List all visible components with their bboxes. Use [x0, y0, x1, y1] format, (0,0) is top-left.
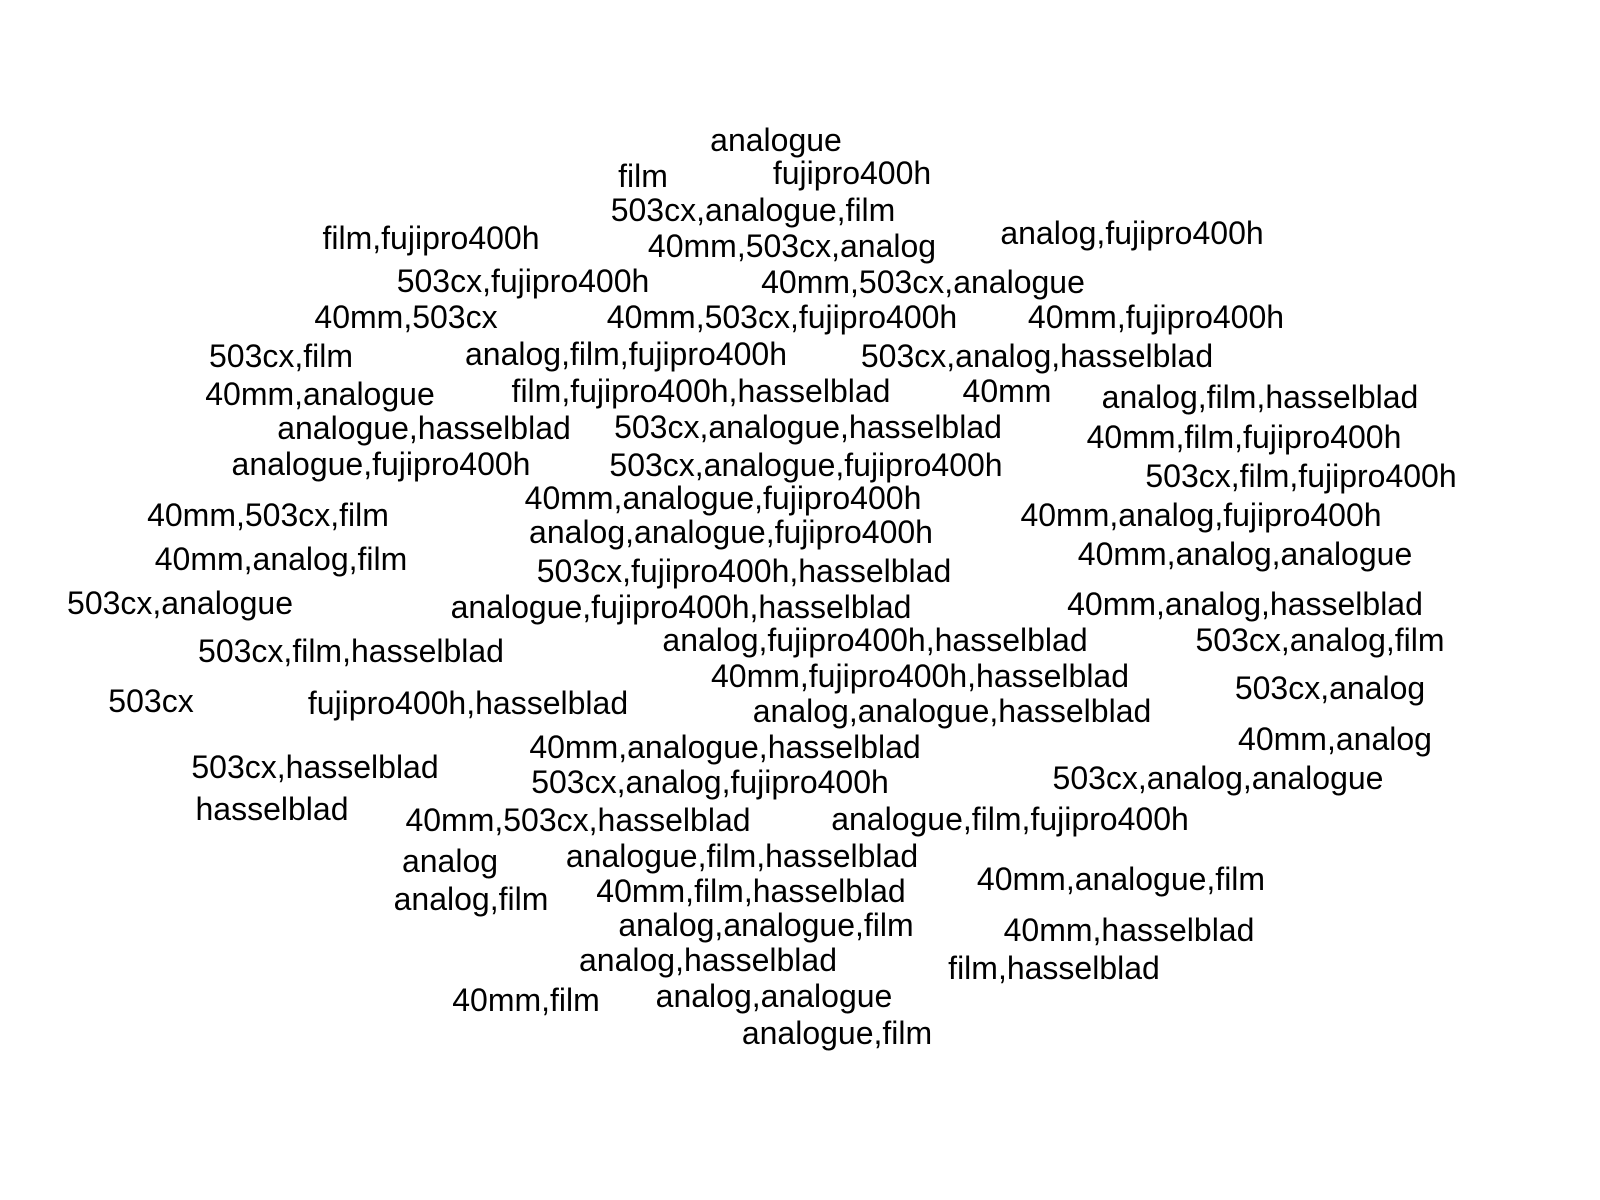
tag-word: hasselblad: [195, 791, 349, 827]
tag-word: 40mm,analog,analogue: [1077, 536, 1413, 572]
tag-word: analog,film,fujipro400h: [465, 336, 787, 372]
tag-word: analog,analogue: [655, 978, 893, 1014]
tag-word: film: [618, 158, 668, 194]
tag-word: 503cx: [108, 683, 194, 719]
tag-word: 40mm,503cx,analog: [647, 228, 937, 264]
tag-word: analog,film: [393, 881, 549, 917]
tag-word: analog,fujipro400h,hasselblad: [662, 622, 1088, 658]
tag-word: analogue,hasselblad: [277, 410, 571, 446]
tag-word: 40mm,film,hasselblad: [596, 873, 906, 909]
tag-word: 40mm,analogue,fujipro400h: [524, 480, 922, 516]
tag-word: analogue,fujipro400h,hasselblad: [450, 589, 912, 625]
tag-word: 40mm,analog,fujipro400h: [1020, 497, 1382, 533]
tag-word: 503cx,analogue,fujipro400h: [609, 447, 1003, 483]
tag-word: 503cx,analogue,film: [610, 192, 896, 228]
tag-word: 503cx,analog: [1234, 670, 1426, 706]
tag-word: analog,analogue,film: [618, 907, 914, 943]
tag-word: film,hasselblad: [948, 950, 1160, 986]
tag-word: film,fujipro400h,hasselblad: [511, 373, 891, 409]
tag-word: analogue,film,fujipro400h: [831, 801, 1189, 837]
tag-word: 40mm,503cx,film: [147, 497, 389, 533]
tag-word: 503cx,analogue,hasselblad: [614, 409, 1002, 445]
tag-word: 40mm,fujipro400h,hasselblad: [710, 658, 1130, 694]
tag-word: 503cx,film: [208, 338, 354, 374]
tag-word: analog,film,hasselblad: [1101, 379, 1419, 415]
tag-word: 40mm,film,fujipro400h: [1086, 419, 1402, 455]
tag-word: 503cx,analog,film: [1195, 622, 1445, 658]
tag-word: 40mm,analogue,film: [976, 861, 1266, 897]
tag-word: analogue,film,hasselblad: [565, 838, 919, 874]
tag-word: 503cx,fujipro400h: [396, 263, 650, 299]
tag-word: 503cx,film,hasselblad: [198, 633, 504, 669]
tag-word: 40mm,analog: [1238, 721, 1432, 757]
tag-word: analog,fujipro400h: [1000, 215, 1264, 251]
tag-word: 40mm,503cx: [314, 299, 498, 335]
tag-word: film,fujipro400h: [322, 220, 540, 256]
tag-word: 40mm,503cx,fujipro400h: [606, 299, 958, 335]
tag-word: analogue,film: [741, 1015, 933, 1051]
tag-word: 40mm,film: [452, 982, 600, 1018]
tag-word: 40mm,analogue: [205, 376, 435, 412]
tag-word: analog: [401, 843, 499, 879]
tag-word: fujipro400h,hasselblad: [307, 685, 629, 721]
tag-word: 40mm,503cx,hasselblad: [405, 802, 751, 838]
tag-word: analogue: [710, 122, 842, 158]
tag-word: 503cx,analog,hasselblad: [860, 338, 1214, 374]
tag-word: analog,analogue,hasselblad: [752, 693, 1152, 729]
tag-word: 40mm,503cx,analogue: [761, 264, 1085, 300]
tag-word: 503cx,film,fujipro400h: [1145, 458, 1457, 494]
tag-word: analogue,fujipro400h: [231, 446, 531, 482]
tag-word: 40mm,analog,film: [154, 541, 408, 577]
tag-word: 40mm: [962, 373, 1052, 409]
tag-word: 40mm,analogue,hasselblad: [529, 729, 921, 765]
tag-word: analog,analogue,fujipro400h: [529, 514, 933, 550]
tag-word: 40mm,fujipro400h: [1027, 299, 1285, 335]
tag-word: 503cx,analog,fujipro400h: [531, 764, 889, 800]
tag-word: 40mm,hasselblad: [1003, 912, 1255, 948]
tag-word: analog,hasselblad: [579, 942, 837, 978]
tag-word: fujipro400h: [772, 155, 932, 191]
tag-word: 503cx,analogue: [67, 585, 293, 621]
tag-word: 503cx,fujipro400h,hasselblad: [536, 553, 952, 589]
tag-word: 503cx,analog,analogue: [1052, 760, 1384, 796]
tag-word: 40mm,analog,hasselblad: [1067, 586, 1423, 622]
tag-word: 503cx,hasselblad: [191, 749, 439, 785]
